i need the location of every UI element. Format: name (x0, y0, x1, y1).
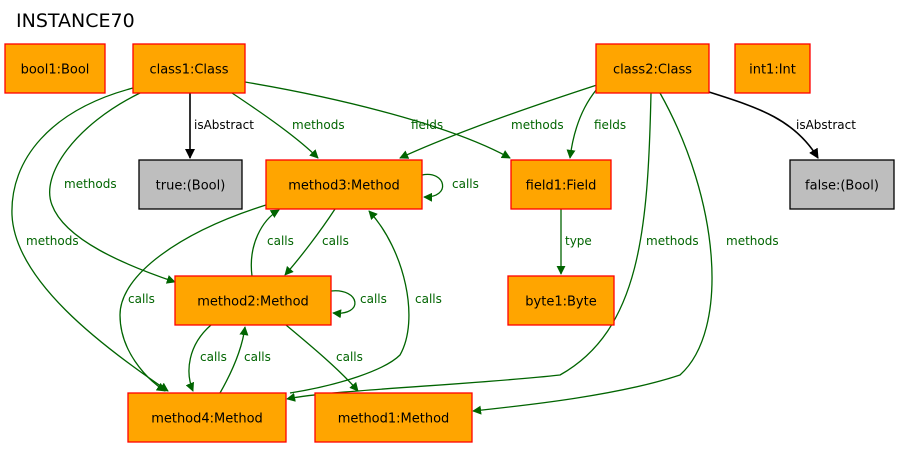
edge-method4-method3 (289, 210, 410, 394)
node-box-method4 (127, 392, 287, 443)
edge-label-class1-method4: methods (26, 234, 79, 248)
node-class2: class2:Class (595, 43, 710, 94)
node-label-bool1: bool1:Bool (21, 63, 90, 78)
edge-method3-method3 (421, 173, 444, 202)
edge-label-class2-method1: methods (726, 234, 779, 248)
edge-method2-method4 (185, 324, 212, 392)
edge-label-method3-method4: calls (128, 292, 155, 306)
node-label-method2: method2:Method (197, 295, 309, 310)
edge-label-method3-method2: calls (322, 234, 349, 248)
node-label-method4: method4:Method (151, 412, 263, 427)
edge-label-class1-field1: fields (411, 118, 443, 132)
node-label-byte1: byte1:Byte (525, 295, 596, 310)
node-bool1: bool1:Bool (4, 43, 106, 94)
edge-method3-method2 (284, 208, 336, 276)
node-byte1: byte1:Byte (507, 275, 615, 326)
node-label-method3: method3:Method (288, 179, 400, 194)
edge-class2-method3 (399, 83, 601, 159)
edge-class1-field1 (244, 81, 511, 159)
node-box-class2 (595, 43, 710, 94)
edge-method2-method3 (250, 209, 280, 277)
edge-method2-method2 (330, 290, 356, 319)
edge-class1-method3 (231, 92, 319, 159)
edge-label-method2-method4: calls (200, 350, 227, 364)
node-box-true (138, 159, 243, 210)
edge-label-method3-method3: calls (452, 177, 479, 191)
edge-label-class2-field1: fields (594, 118, 626, 132)
edge-label-field1-byte1: type (565, 234, 592, 248)
edge-class1-method4 (11, 87, 169, 392)
node-label-class1: class1:Class (149, 63, 228, 78)
edge-label-method2-method3: calls (267, 234, 294, 248)
edge-class1-method2 (49, 92, 176, 284)
edge-class2-false (708, 91, 819, 159)
edge-label-method4-method3: calls (415, 292, 442, 306)
edge-label-class1-true: isAbstract (194, 118, 254, 132)
node-field1: field1:Field (510, 159, 612, 210)
edge-label-class2-false: isAbstract (796, 118, 856, 132)
node-label-int1: int1:Int (749, 63, 796, 78)
diagram-title: INSTANCE70 (16, 10, 135, 32)
edge-method4-method2 (219, 326, 249, 394)
edge-label-class2-method3: methods (511, 118, 564, 132)
edge-label-class2-method4: methods (646, 234, 699, 248)
node-box-class1 (132, 43, 246, 94)
node-box-byte1 (507, 275, 615, 326)
edge-label-class1-method3: methods (292, 118, 345, 132)
node-label-method1: method1:Method (338, 412, 450, 427)
node-method2: method2:Method (174, 275, 332, 326)
node-false: false:(Bool) (789, 159, 895, 210)
edge-method3-method4 (119, 204, 267, 392)
node-box-method3 (265, 159, 423, 210)
node-method3: method3:Method (265, 159, 423, 210)
node-label-field1: field1:Field (526, 179, 597, 194)
node-label-true: true:(Bool) (156, 179, 226, 194)
node-true: true:(Bool) (138, 159, 243, 210)
edge-label-method4-method2: calls (244, 350, 271, 364)
edge-label-method2-method2: calls (360, 292, 387, 306)
edge-class2-method1 (472, 92, 713, 415)
edge-label-class1-method2: methods (64, 177, 117, 191)
node-method4: method4:Method (127, 392, 287, 443)
edge-label-method2-method1: calls (336, 350, 363, 364)
node-label-class2: class2:Class (613, 63, 692, 78)
edge-method2-method1 (285, 324, 359, 392)
node-box-false (789, 159, 895, 210)
node-method1: method1:Method (314, 392, 473, 443)
node-box-field1 (510, 159, 612, 210)
node-label-false: false:(Bool) (805, 179, 879, 194)
node-box-method1 (314, 392, 473, 443)
node-class1: class1:Class (132, 43, 246, 94)
node-int1: int1:Int (734, 43, 811, 94)
node-box-method2 (174, 275, 332, 326)
node-box-bool1 (4, 43, 106, 94)
node-box-int1 (734, 43, 811, 94)
